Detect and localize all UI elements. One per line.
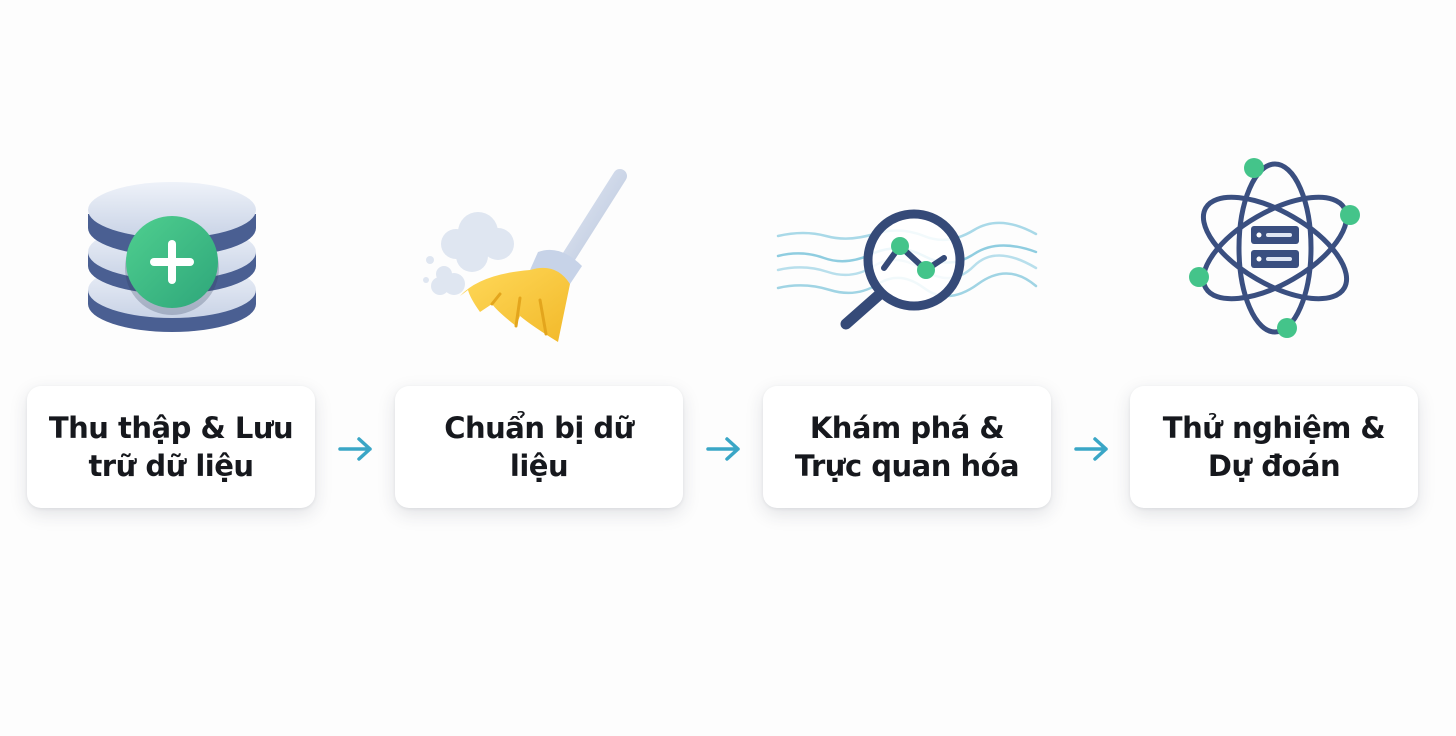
step-card-prepare: Chuẩn bị dữ liệu	[395, 386, 683, 508]
magnifier-chart-icon	[774, 196, 1044, 336]
arrow-right-icon	[705, 434, 743, 469]
step-card-experiment-predict: Thử nghiệm & Dự đoán	[1130, 386, 1418, 508]
step-card-explore-visualize: Khám phá & Trực quan hóa	[763, 386, 1051, 508]
step-label: Khám phá & Trực quan hóa	[794, 411, 1020, 483]
database-plus-icon	[84, 176, 264, 341]
broom-icon	[420, 166, 640, 346]
step-label: Thu thập & Lưu trữ dữ liệu	[48, 411, 294, 483]
atom-server-icon	[1188, 152, 1368, 344]
step-label: Chuẩn bị dữ liệu	[444, 411, 634, 483]
arrow-right-icon	[337, 434, 375, 469]
step-label: Thử nghiệm & Dự đoán	[1162, 411, 1386, 483]
step-card-collect-store: Thu thập & Lưu trữ dữ liệu	[27, 386, 315, 508]
arrow-right-icon	[1073, 434, 1111, 469]
